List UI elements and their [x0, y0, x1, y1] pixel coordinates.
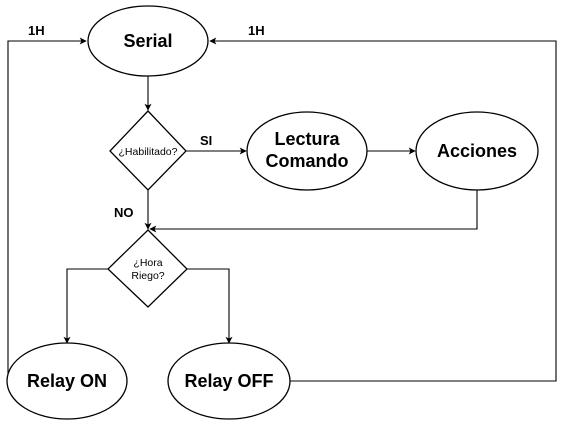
node-serial: Serial [87, 5, 209, 77]
node-acciones-label: Acciones [437, 141, 517, 161]
node-acciones: Acciones [415, 111, 539, 191]
edge-relay-on-loop-to-serial [7, 37, 87, 381]
node-lectura-line1: Lectura [274, 129, 340, 149]
node-serial-label: Serial [123, 31, 172, 51]
node-habilitado-decision: ¿Habilitado? [109, 110, 187, 191]
node-hora-line1: ¿Hora [133, 257, 162, 269]
node-hora-line2: Riego? [131, 270, 164, 282]
node-lectura-comando: Lectura Comando [246, 111, 368, 191]
edge-label-loop-left: 1H [28, 23, 45, 38]
edge-hora-to-relay-off [187, 268, 233, 344]
edge-relay-off-loop-to-serial [209, 37, 557, 382]
node-relay-off-label: Relay OFF [184, 371, 273, 391]
node-hora-riego-decision: ¿Hora Riego? [107, 229, 188, 308]
edge-acciones-to-hora [149, 190, 478, 233]
edge-hora-to-relay-on [63, 268, 108, 344]
node-relay-on-label: Relay ON [27, 371, 107, 391]
edge-label-loop-right: 1H [248, 23, 265, 38]
node-habilitado-label: ¿Habilitado? [119, 146, 178, 158]
node-relay-off: Relay OFF [167, 342, 291, 420]
node-lectura-line2: Comando [266, 151, 349, 171]
edge-label-no: NO [114, 205, 134, 220]
edge-label-si: SI [200, 133, 212, 148]
node-relay-on: Relay ON [6, 342, 128, 420]
